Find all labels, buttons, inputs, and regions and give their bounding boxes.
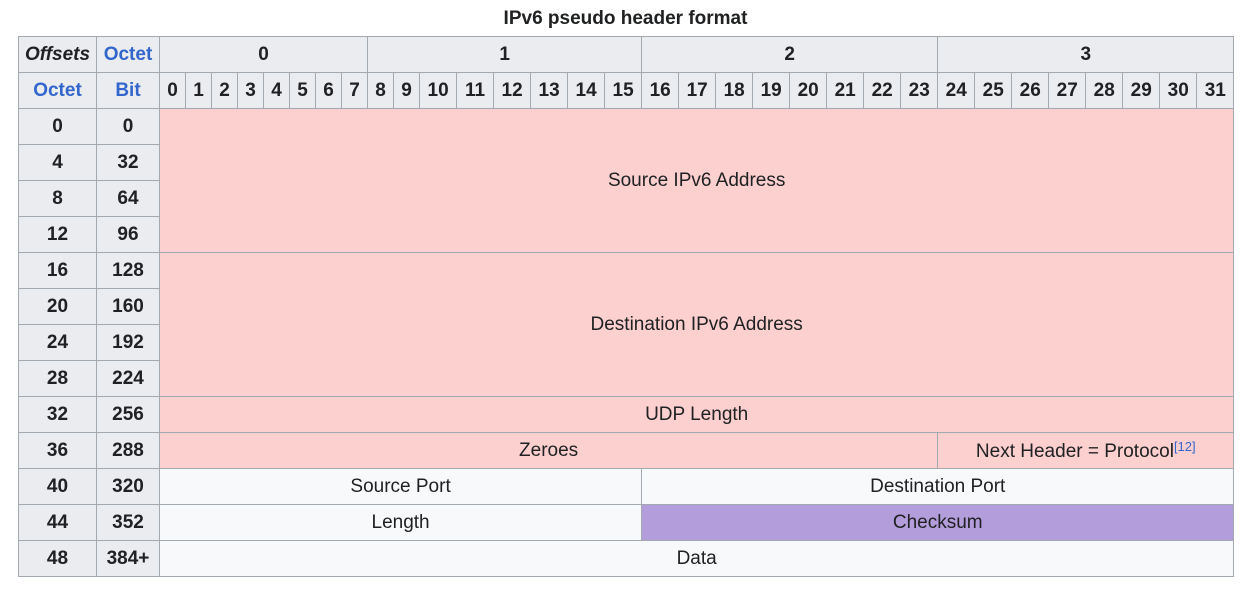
bit-header: 27 [1048, 72, 1087, 109]
bit-header: 9 [393, 72, 421, 109]
bit-header: 16 [641, 72, 680, 109]
bit-header: 2 [211, 72, 238, 109]
octet-3-header: 3 [937, 36, 1235, 73]
table-row: 0 0 Source IPv6 Address [18, 108, 1235, 253]
row-octet: 12 [18, 216, 97, 253]
row-bit: 96 [96, 216, 160, 253]
row-bit: 320 [96, 468, 160, 505]
table-row: 44 352 Length Checksum [18, 504, 1235, 541]
checksum-field: Checksum [641, 504, 1235, 541]
row-bit: 288 [96, 432, 160, 469]
bit-header: 31 [1196, 72, 1235, 109]
bit-header: 5 [289, 72, 316, 109]
bit-header: 8 [367, 72, 395, 109]
bit-header: 20 [789, 72, 828, 109]
table-row: 40 320 Source Port Destination Port [18, 468, 1235, 505]
bit-header: 14 [567, 72, 606, 109]
row-octet: 4 [18, 144, 97, 181]
udp-length-field: UDP Length [158, 396, 1235, 433]
table-row: 24 192 [18, 324, 1234, 361]
octet-header-link[interactable]: Octet [96, 36, 160, 73]
bit-header: 25 [974, 72, 1013, 109]
bit-header: 4 [263, 72, 290, 109]
row-octet: 8 [18, 180, 97, 217]
bit-header: 10 [419, 72, 458, 109]
row-bit: 160 [96, 288, 160, 325]
bit-header: 17 [678, 72, 717, 109]
row-bit: 192 [96, 324, 160, 361]
source-port-field: Source Port [158, 468, 643, 505]
row-bit: 224 [96, 360, 160, 397]
row-bit: 0 [96, 108, 160, 145]
bit-header: 30 [1159, 72, 1198, 109]
row-octet: 40 [18, 468, 97, 505]
table-row: 32 256 UDP Length [18, 396, 1235, 433]
bit-header: 19 [752, 72, 791, 109]
bit-header: 3 [237, 72, 264, 109]
row-octet: 32 [18, 396, 97, 433]
row-octet: 16 [18, 252, 97, 289]
bit-header: 6 [315, 72, 342, 109]
row-octet: 48 [18, 540, 97, 577]
next-header-label: Next Header = Protocol [975, 440, 1174, 462]
table-row: 36 288 Zeroes Next Header = Protocol[12] [18, 432, 1235, 469]
bit-header: 21 [826, 72, 865, 109]
row-bit: 352 [96, 504, 160, 541]
next-header-field: Next Header = Protocol[12] [937, 432, 1235, 469]
pseudo-header-table: Offsets Octet 0 1 2 3 Octet Bit 0 1 2 3 … [18, 36, 1235, 577]
bit-header: 23 [900, 72, 939, 109]
row-octet: 44 [18, 504, 97, 541]
bit-header: 0 [159, 72, 186, 109]
bit-header: 13 [530, 72, 569, 109]
table-row: 4 32 [18, 144, 1234, 181]
bit-header: 7 [340, 72, 369, 109]
table-caption: IPv6 pseudo header format [503, 8, 748, 29]
row-bit: 64 [96, 180, 160, 217]
octet-2-header: 2 [641, 36, 939, 73]
bit-header-row: Octet Bit 0 1 2 3 4 5 6 7 8 9 10 11 12 1… [18, 72, 1235, 109]
row-octet: 36 [18, 432, 97, 469]
bit-header: 12 [493, 72, 532, 109]
octet-header-row: Offsets Octet 0 1 2 3 [18, 36, 1235, 73]
table-row: 8 64 [18, 180, 1234, 217]
destination-port-field: Destination Port [641, 468, 1235, 505]
length-field: Length [158, 504, 643, 541]
table-row: 16 128 Destination IPv6 Address [18, 252, 1235, 397]
bit-header: 1 [185, 72, 212, 109]
row-bit: 128 [96, 252, 160, 289]
bit-header: 22 [863, 72, 902, 109]
octet-1-header: 1 [367, 36, 643, 73]
offsets-label: Offsets [18, 36, 97, 73]
zeroes-field: Zeroes [158, 432, 939, 469]
data-field: Data [158, 540, 1235, 577]
bit-header: 18 [715, 72, 754, 109]
bit-header: 15 [604, 72, 643, 109]
octet-0-header: 0 [158, 36, 369, 73]
octet-column-link[interactable]: Octet [18, 72, 97, 109]
row-bit: 384+ [96, 540, 160, 577]
row-bit: 256 [96, 396, 160, 433]
source-ipv6-field: Source IPv6 Address [158, 108, 1235, 253]
table-row: 28 224 [18, 360, 1234, 397]
bit-header: 29 [1122, 72, 1161, 109]
destination-ipv6-field: Destination IPv6 Address [158, 252, 1235, 397]
bit-header: 11 [456, 72, 495, 109]
row-octet: 28 [18, 360, 97, 397]
row-bit: 32 [96, 144, 160, 181]
row-octet: 20 [18, 288, 97, 325]
citation-link[interactable]: [12] [1173, 438, 1196, 454]
row-octet: 24 [18, 324, 97, 361]
bit-header: 28 [1085, 72, 1124, 109]
bit-column-link[interactable]: Bit [96, 72, 160, 109]
table-row: 12 96 [18, 216, 1234, 253]
table-row: 20 160 [18, 288, 1234, 325]
row-octet: 0 [18, 108, 97, 145]
table-row: 48 384+ Data [18, 540, 1235, 577]
bit-header: 24 [937, 72, 976, 109]
bit-header: 26 [1011, 72, 1050, 109]
